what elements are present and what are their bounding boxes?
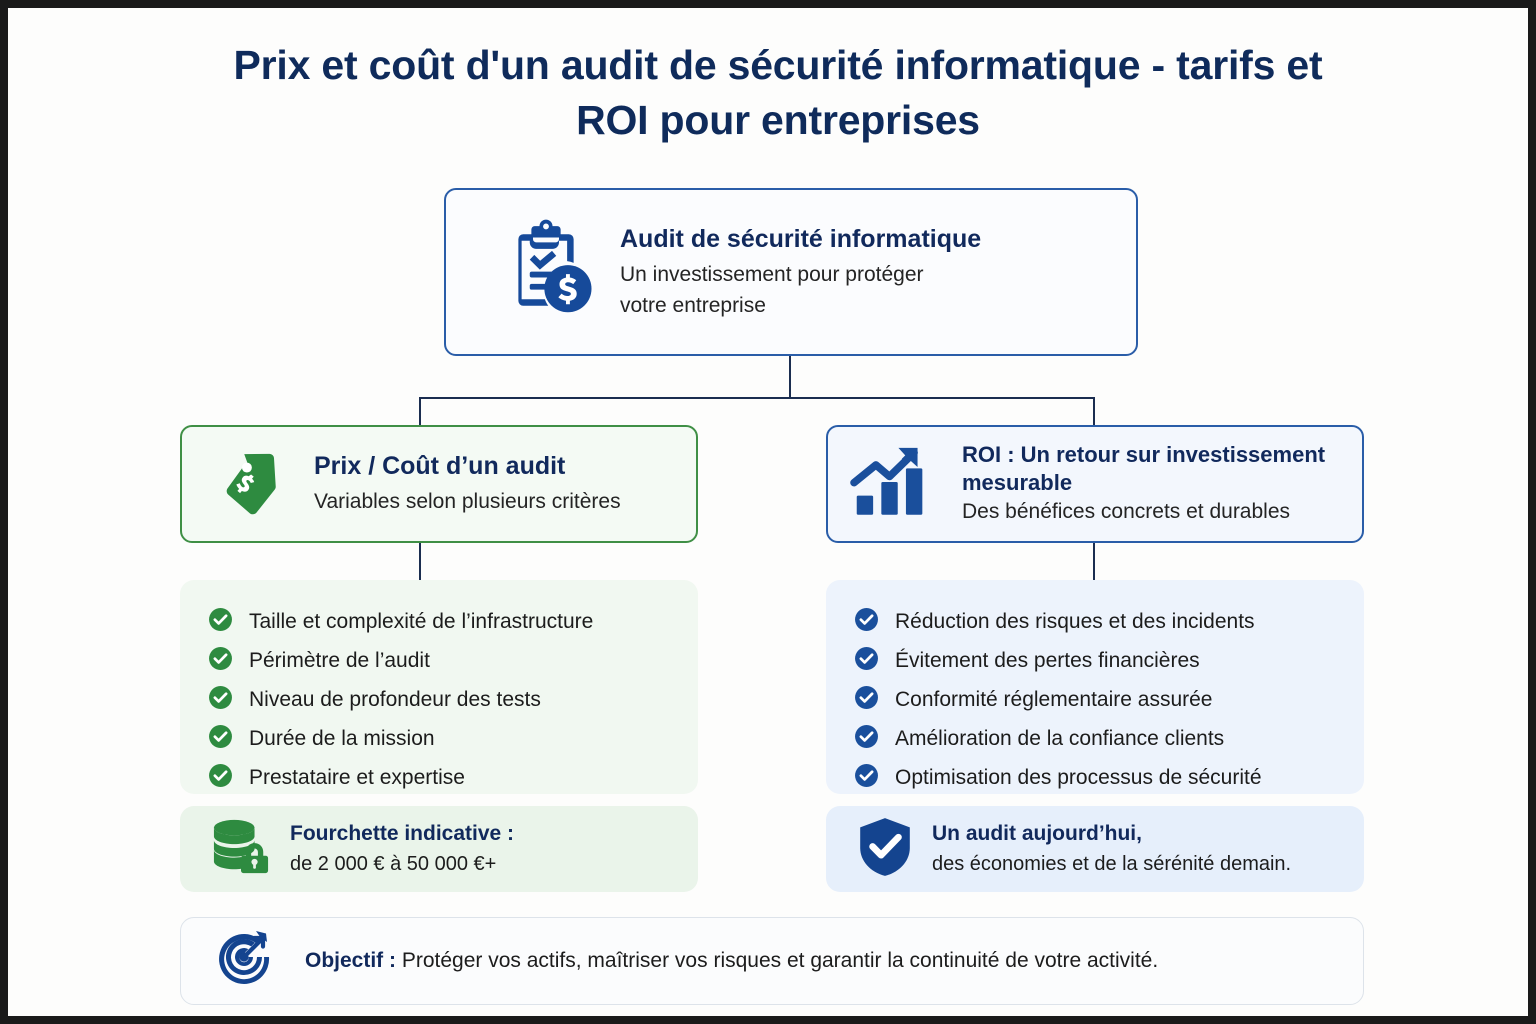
list-item-label: Taille et complexité de l’infrastructure xyxy=(249,610,594,633)
audit-today-note-card[interactable]: Un audit aujourd’hui, des économies et d… xyxy=(826,806,1364,892)
clipboard-dollar-icon xyxy=(494,218,598,327)
growth-chart-icon xyxy=(850,441,940,528)
list-item-label: Réduction des risques et des incidents xyxy=(895,610,1255,633)
check-circle-blue-icon xyxy=(854,685,879,715)
price-tag-dollar-icon xyxy=(218,445,292,524)
list-item[interactable]: Durée de la mission xyxy=(208,719,698,758)
list-item-label: Niveau de profondeur des tests xyxy=(249,688,541,711)
objective-label: Objectif : xyxy=(305,949,397,972)
root-node-text: Audit de sécurité informatique Un invest… xyxy=(620,224,981,321)
list-item[interactable]: Taille et complexité de l’infrastructure xyxy=(208,602,698,641)
infographic-frame: Prix et coût d'un audit de sécurité info… xyxy=(8,8,1528,1016)
check-circle-green-icon xyxy=(208,646,233,676)
roi-benefits-panel: Réduction des risques et des incidents É… xyxy=(826,580,1364,794)
list-item[interactable]: Amélioration de la confiance clients xyxy=(854,719,1364,758)
roi-branch-card[interactable]: ROI : Un retour sur investissement mesur… xyxy=(826,425,1364,543)
objective-description: Protéger vos actifs, maîtriser vos risqu… xyxy=(396,949,1159,972)
list-item[interactable]: Optimisation des processus de sécurité xyxy=(854,758,1364,797)
check-circle-blue-icon xyxy=(854,646,879,676)
audit-today-note-heading: Un audit aujourd’hui, xyxy=(932,822,1142,846)
roi-branch-text: ROI : Un retour sur investissement mesur… xyxy=(962,441,1325,527)
page-title: Prix et coût d'un audit de sécurité info… xyxy=(233,42,1323,143)
price-range-note-card[interactable]: Fourchette indicative : de 2 000 € à 50 … xyxy=(180,806,698,892)
list-item-label: Évitement des pertes financières xyxy=(895,649,1200,672)
infographic-canvas: Prix et coût d'un audit de sécurité info… xyxy=(8,8,1528,1016)
shield-check-icon xyxy=(856,816,914,883)
check-circle-green-icon xyxy=(208,685,233,715)
cost-branch-heading: Prix / Coût d’un audit xyxy=(314,452,566,481)
list-item[interactable]: Conformité réglementaire assurée xyxy=(854,680,1364,719)
roi-branch-heading-line1: ROI : Un retour sur investissement xyxy=(962,442,1326,468)
connector-root-down xyxy=(789,356,791,398)
roi-branch-subtitle: Des bénéfices concrets et durables xyxy=(962,499,1291,523)
list-item[interactable]: Périmètre de l’audit xyxy=(208,641,698,680)
connector-horizontal xyxy=(419,397,1095,399)
cost-branch-subtitle: Variables selon plusieurs critères xyxy=(314,490,621,514)
check-circle-green-icon xyxy=(208,763,233,793)
cost-branch-text: Prix / Coût d’un audit Variables selon p… xyxy=(314,451,621,517)
list-item-label: Périmètre de l’audit xyxy=(249,649,430,672)
list-item-label: Conformité réglementaire assurée xyxy=(895,688,1213,711)
audit-today-note-text: Un audit aujourd’hui, des économies et d… xyxy=(932,820,1291,877)
check-circle-blue-icon xyxy=(854,607,879,637)
connector-right-down xyxy=(1093,397,1095,427)
price-range-note-text: Fourchette indicative : de 2 000 € à 50 … xyxy=(290,820,514,877)
cost-factors-panel: Taille et complexité de l’infrastructure… xyxy=(180,580,698,794)
list-item-label: Prestataire et expertise xyxy=(249,766,465,789)
root-node-card[interactable]: Audit de sécurité informatique Un invest… xyxy=(444,188,1138,356)
list-item-label: Durée de la mission xyxy=(249,727,435,750)
list-item[interactable]: Niveau de profondeur des tests xyxy=(208,680,698,719)
list-item[interactable]: Prestataire et expertise xyxy=(208,758,698,797)
price-range-note-heading: Fourchette indicative : xyxy=(290,822,515,846)
check-circle-green-icon xyxy=(208,607,233,637)
check-circle-blue-icon xyxy=(854,724,879,754)
list-item[interactable]: Évitement des pertes financières xyxy=(854,641,1364,680)
objective-text: Objectif : Protéger vos actifs, maîtrise… xyxy=(305,949,1158,973)
list-item-label: Amélioration de la confiance clients xyxy=(895,727,1225,750)
target-arrow-icon xyxy=(215,928,277,995)
audit-today-note-subtitle: des économies et de la sérénité demain. xyxy=(932,852,1292,875)
root-node-subtitle-line1: Un investissement pour protéger xyxy=(620,262,924,286)
root-node-heading: Audit de sécurité informatique xyxy=(620,224,982,253)
objective-banner[interactable]: Objectif : Protéger vos actifs, maîtrise… xyxy=(180,917,1364,1005)
connector-roi-to-list xyxy=(1093,543,1095,581)
check-circle-blue-icon xyxy=(854,763,879,793)
cost-branch-card[interactable]: Prix / Coût d’un audit Variables selon p… xyxy=(180,425,698,543)
root-node-subtitle-line2: votre entreprise xyxy=(620,293,766,317)
check-circle-green-icon xyxy=(208,724,233,754)
price-range-note-subtitle: de 2 000 € à 50 000 €+ xyxy=(290,852,497,875)
connector-cost-to-list xyxy=(419,543,421,581)
roi-branch-heading-line2: mesurable xyxy=(962,469,1073,495)
list-item[interactable]: Réduction des risques et des incidents xyxy=(854,602,1364,641)
database-lock-icon xyxy=(210,818,272,881)
connector-left-down xyxy=(419,397,421,427)
list-item-label: Optimisation des processus de sécurité xyxy=(895,766,1262,789)
